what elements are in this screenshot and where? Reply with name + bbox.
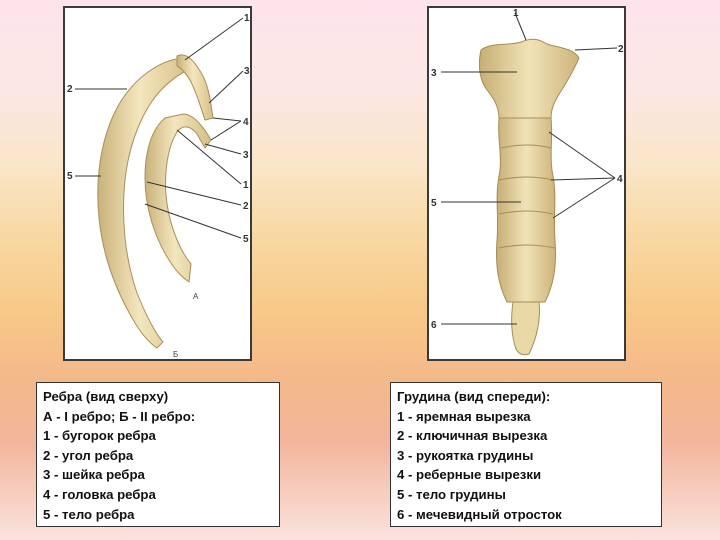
rib-label-1-top: 1 [244,13,250,24]
sternum-caption-item: 3 - рукоятка грудины [397,447,534,463]
sternum-label-3: 3 [431,68,437,79]
sternum-xiphoid [511,301,540,356]
rib-letter-a: А [193,292,199,301]
rib-ii-shape [97,57,192,349]
ribs-caption-subtitle: А - I ребро; Б - II ребро: [43,408,196,424]
rib-i-shape [144,113,212,283]
ribs-caption-item: 2 - угол ребра [43,447,134,463]
ribs-caption-title: Ребра (вид сверху) [43,389,169,404]
rib-label-3-top: 3 [244,66,250,77]
sternum-label-1: 1 [513,8,519,19]
sternum-segment-lines [498,144,556,249]
sternum-caption: Грудина (вид спереди): 1 - яремная вырез… [390,382,662,527]
ribs-caption-item: 5 - тело ребра [43,506,135,522]
sternum-body [496,117,556,303]
ribs-illustration: 1 2 3 4 3 1 2 5 5 А Б [63,6,252,361]
rib-ii-head [176,54,214,121]
sternum-label-4: 4 [617,174,623,185]
rib-label-2-left: 2 [67,84,73,95]
sternum-caption-item: 4 - реберные вырезки [397,467,542,483]
rib-letter-b: Б [173,350,178,359]
rib-label-2-mid: 2 [243,201,249,212]
sternum-label-6: 6 [431,320,437,331]
ribs-leader-lines [75,17,244,239]
sternum-caption-item: 6 - мечевидный отросток [397,506,562,522]
sternum-caption-item: 1 - яремная вырезка [397,408,531,424]
sternum-caption-title: Грудина (вид спереди): [397,389,551,404]
rib-label-5-right: 5 [243,234,249,245]
sternum-label-5: 5 [431,198,437,209]
ribs-caption-item: 3 - шейка ребра [43,467,145,483]
sternum-caption-item: 2 - ключичная вырезка [397,428,548,444]
sternum-caption-item: 5 - тело грудины [397,486,506,502]
rib-label-5-left: 5 [67,171,73,182]
rib-label-4: 4 [243,117,249,128]
rib-label-3-mid: 3 [243,150,249,161]
ribs-caption-item: 1 - бугорок ребра [43,428,156,444]
ribs-caption: Ребра (вид сверху) А - I ребро; Б - II р… [36,382,280,527]
rib-label-1-mid: 1 [243,180,249,191]
sternum-illustration: 1 2 3 4 5 6 [427,6,626,361]
ribs-caption-item: 4 - головка ребра [43,486,156,502]
sternum-label-2: 2 [618,44,624,55]
sternum-leader-lines [441,12,618,325]
sternum-manubrium [478,38,580,119]
